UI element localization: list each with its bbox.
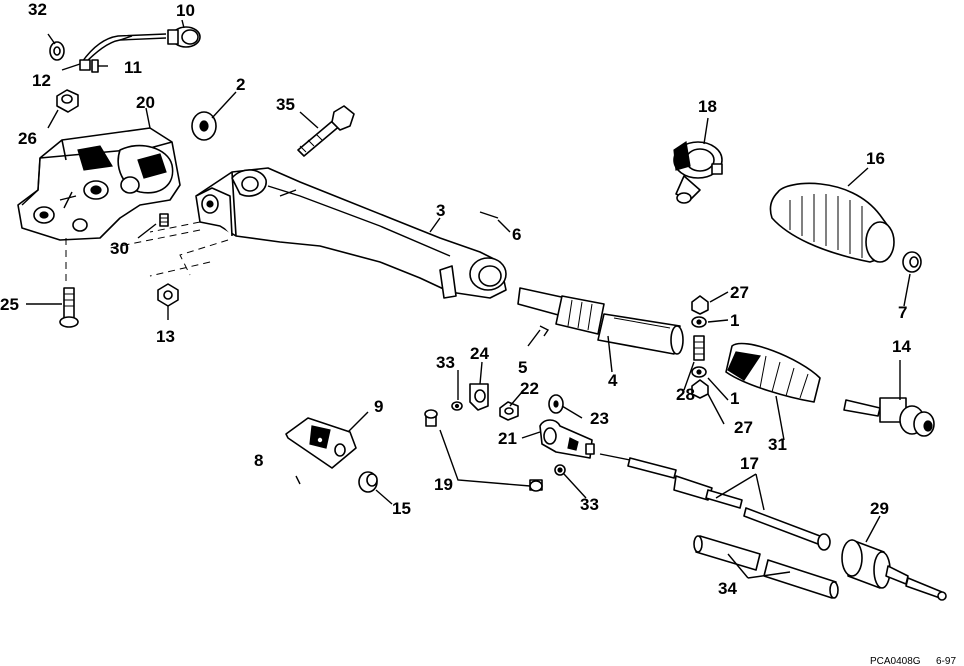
callout-3: 3: [436, 201, 445, 220]
callout-34: 34: [718, 579, 737, 598]
part-25-bolt: [59, 287, 79, 328]
part-13-nut: [157, 283, 179, 307]
drawing-date: 6-97: [936, 656, 956, 666]
callout-1-upper: 1: [730, 311, 739, 330]
part-3-tiller-arm: [195, 167, 507, 299]
callout-20: 20: [136, 93, 155, 112]
callout-9: 9: [374, 397, 383, 416]
part-15-bushing: [358, 471, 378, 493]
callout-27-lower: 27: [734, 418, 753, 437]
part-21-link-bracket: [539, 419, 595, 459]
part-27-upper: [691, 295, 709, 315]
part-7-cap: [902, 251, 922, 273]
callout-7: 7: [898, 303, 907, 322]
callout-4: 4: [608, 371, 618, 390]
part-34-tubes: [693, 535, 839, 599]
callout-33-upper: 33: [436, 353, 455, 372]
callout-33-lower: 33: [580, 495, 599, 514]
part-4-throttle-shaft: [517, 287, 684, 355]
callout-27-upper: 27: [730, 283, 749, 302]
part-16-grip: [769, 182, 895, 263]
part-9-mount-plate: [285, 417, 357, 469]
callout-16: 16: [866, 149, 885, 168]
part-2-washer: [191, 111, 217, 141]
callout-31: 31: [768, 435, 787, 454]
callout-19: 19: [434, 475, 453, 494]
part-6-pin: [479, 211, 499, 219]
callout-35: 35: [276, 95, 295, 114]
callout-18: 18: [698, 97, 717, 116]
part-8-screw: [295, 475, 301, 485]
part-20-bracket: [17, 127, 181, 241]
callout-17: 17: [740, 454, 759, 473]
callout-6: 6: [512, 225, 521, 244]
callout-15: 15: [392, 499, 411, 518]
part-29-cable-end: [841, 539, 947, 601]
drawing-code: PCA0408G: [870, 656, 921, 666]
part-31-grip-housing: [725, 342, 821, 403]
callout-26: 26: [18, 129, 37, 148]
leader-lines: [26, 19, 911, 579]
part-14-switch: [843, 397, 935, 437]
callout-2: 2: [236, 75, 245, 94]
part-33-lower-washer: [554, 464, 566, 476]
callout-14: 14: [892, 337, 911, 356]
part-17-throttle-cable: [599, 453, 831, 551]
callout-24: 24: [470, 344, 489, 363]
callout-5: 5: [518, 358, 527, 377]
part-5-pin: [539, 325, 550, 337]
part-23-washer: [548, 394, 564, 414]
part-26-nut: [56, 89, 79, 113]
part-28-stud: [693, 335, 705, 361]
callout-28: 28: [676, 385, 695, 404]
callout-8: 8: [254, 451, 263, 470]
part-1-lower: [691, 366, 707, 378]
callout-32: 32: [28, 0, 47, 19]
part-24-clip: [469, 383, 489, 411]
part-19-screws: [424, 409, 543, 492]
part-22-nut: [499, 401, 519, 421]
callout-21: 21: [498, 429, 517, 448]
callout-23: 23: [590, 409, 609, 428]
part-32-ring: [49, 41, 65, 61]
callout-12: 12: [32, 71, 51, 90]
part-35-bolt: [297, 105, 355, 157]
callout-11: 11: [124, 58, 142, 77]
callout-30: 30: [110, 239, 129, 258]
callout-1-lower: 1: [730, 389, 739, 408]
callout-13: 13: [156, 327, 175, 346]
callout-10: 10: [176, 1, 195, 20]
callout-25: 25: [0, 295, 19, 314]
callout-22: 22: [520, 379, 539, 398]
callout-labels: 32 10 12 11 20 2 35 26 30 25 13 3 6 18 1…: [0, 0, 911, 598]
callout-29: 29: [870, 499, 889, 518]
part-10-switch-lead: [79, 26, 201, 73]
part-30-screw: [159, 213, 169, 227]
part-33-upper-washer: [451, 401, 463, 411]
part-18-friction-clamp: [673, 140, 723, 204]
part-1-upper: [691, 316, 707, 328]
